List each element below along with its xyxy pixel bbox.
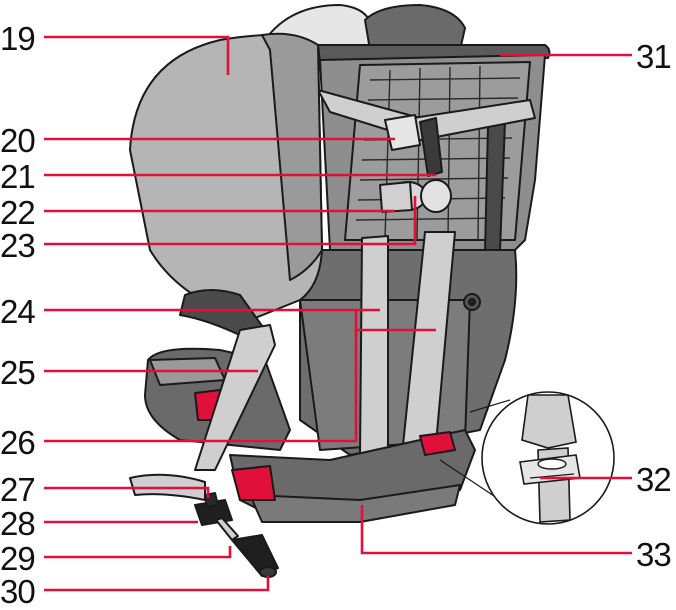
callout-28: 28 — [0, 507, 35, 540]
callout-23: 23 — [0, 229, 35, 262]
callout-29: 29 — [0, 542, 35, 575]
callout-31: 31 — [636, 40, 671, 73]
callout-24: 24 — [0, 295, 35, 328]
callout-21: 21 — [0, 160, 35, 193]
callout-19: 19 — [0, 22, 35, 55]
callout-33: 33 — [636, 538, 671, 571]
callout-32: 32 — [636, 463, 671, 496]
callout-22: 22 — [0, 196, 35, 229]
callout-27: 27 — [0, 473, 35, 506]
callout-25: 25 — [0, 356, 35, 389]
callout-20: 20 — [0, 124, 35, 157]
callout-30: 30 — [0, 575, 35, 608]
leader-29 — [44, 546, 230, 557]
leader-30 — [44, 576, 268, 590]
callout-26: 26 — [0, 426, 35, 459]
